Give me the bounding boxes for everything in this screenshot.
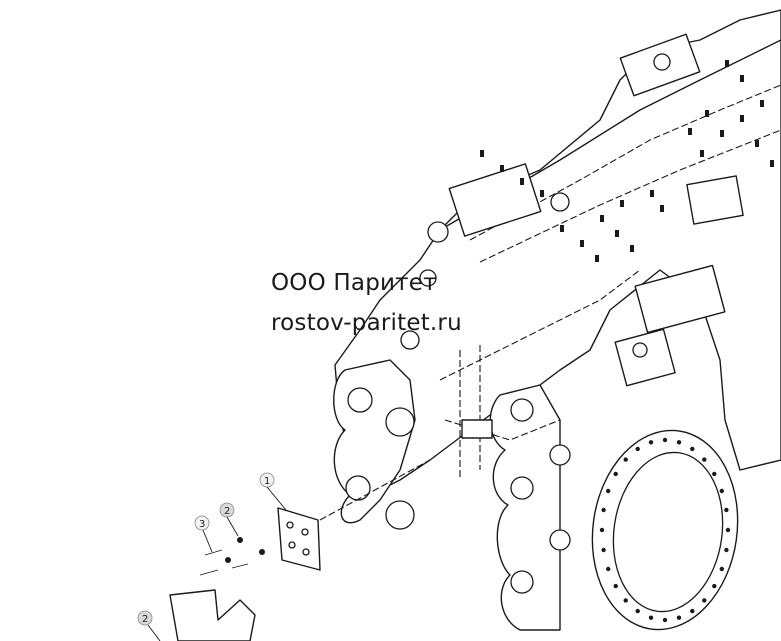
frame-pin <box>760 100 764 107</box>
frame-pin <box>705 110 709 117</box>
frame-pin <box>500 165 504 172</box>
plate-hole-3 <box>385 407 415 437</box>
frame-pin <box>755 140 759 147</box>
callout-1: 1 <box>259 472 287 511</box>
svg-text:2: 2 <box>142 614 148 625</box>
front-scalloped-plate <box>333 359 416 524</box>
frame-hidden-rail-2 <box>479 129 781 263</box>
upper-boss-right <box>634 264 726 334</box>
frame-pin <box>580 240 584 247</box>
plate-hole-5 <box>510 398 534 422</box>
frame-pin <box>740 115 744 122</box>
fastener-group <box>199 537 265 576</box>
frame-pin <box>740 75 744 82</box>
frame-pin <box>600 215 604 222</box>
frame-pin <box>480 150 484 157</box>
watermark-website: rostov-paritet.ru <box>271 310 462 336</box>
plate-hole-6 <box>510 476 534 500</box>
plate-hole-1 <box>347 387 373 413</box>
plate-hole-9 <box>549 529 571 551</box>
frame-pin <box>650 190 654 197</box>
center-bracket <box>686 175 744 225</box>
frame-pin <box>660 205 664 212</box>
part-1-hole-a <box>286 521 294 529</box>
plate-hole-2 <box>345 475 371 501</box>
bearing-ring-bolt-holes <box>599 437 731 623</box>
upper-hole-2 <box>400 330 420 350</box>
frame-pin <box>620 200 624 207</box>
frame-pin <box>725 60 729 67</box>
frame-pin <box>688 128 692 135</box>
hidden-structure-3 <box>459 345 481 480</box>
plate-hole-8 <box>549 444 571 466</box>
svg-text:2: 2 <box>224 506 230 517</box>
frame-pin <box>770 160 774 167</box>
upper-hole-4 <box>550 192 570 212</box>
upper-boss-left <box>448 163 542 237</box>
part-1-hole-d <box>302 548 310 556</box>
upper-hole-3 <box>419 269 437 287</box>
bearing-ring-inner <box>612 451 724 613</box>
side-boss <box>614 328 676 387</box>
frame-pins <box>480 60 774 262</box>
frame-pin <box>720 130 724 137</box>
svg-text:1: 1 <box>264 476 270 487</box>
watermark-company-name: ООО Паритет <box>271 270 437 296</box>
top-lug-hole <box>653 53 671 71</box>
part-1-hole-c <box>288 541 296 549</box>
frame-pin <box>520 178 524 185</box>
frame-pin <box>595 255 599 262</box>
frame-pin <box>560 225 564 232</box>
front-scalloped-plate-2 <box>489 384 561 631</box>
frame-hidden-rail <box>469 84 781 241</box>
part-1-plate <box>277 507 321 571</box>
callout-3: 3 <box>194 515 213 553</box>
assembly-line-1 <box>319 459 431 521</box>
callout-2: 2 <box>219 502 239 537</box>
plate-hole-4 <box>385 500 415 530</box>
part-1-hole-b <box>301 528 309 536</box>
inner-block <box>461 419 493 439</box>
side-boss-hole <box>632 342 648 358</box>
frame-pin <box>630 245 634 252</box>
frame-pin <box>615 230 619 237</box>
plate-hole-7 <box>510 570 534 594</box>
svg-text:3: 3 <box>199 519 205 530</box>
lower-bracket <box>169 589 256 641</box>
frame-pin <box>700 150 704 157</box>
upper-hole-1 <box>427 221 449 243</box>
callout-4: 2 <box>137 610 161 641</box>
frame-pin <box>540 190 544 197</box>
